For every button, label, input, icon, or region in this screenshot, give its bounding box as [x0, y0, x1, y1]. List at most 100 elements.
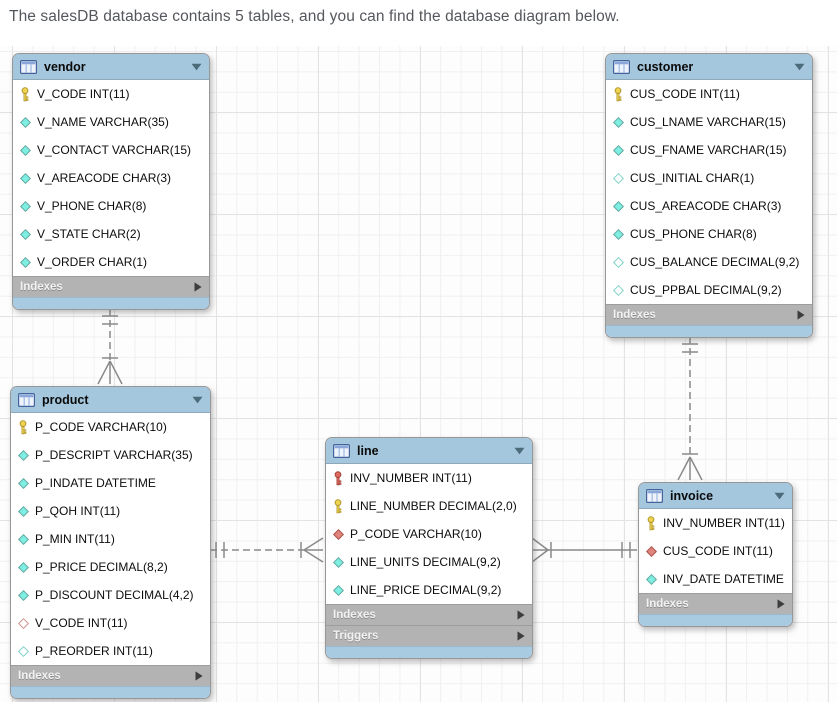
table-line-header[interactable]: line [326, 438, 532, 464]
relationship-invoice-line[interactable] [531, 537, 637, 563]
collapse-triangle-icon[interactable] [192, 396, 203, 404]
section-label: Triggers [333, 630, 379, 642]
table-icon [333, 443, 350, 458]
section-label: Indexes [646, 598, 689, 610]
collapse-triangle-icon[interactable] [794, 63, 805, 71]
column-customer-CUS_FNAME[interactable]: CUS_FNAME VARCHAR(15) [606, 136, 812, 164]
column-label: P_CODE VARCHAR(10) [35, 420, 167, 434]
column-label: P_REORDER INT(11) [35, 644, 153, 658]
column-label: CUS_PPBAL DECIMAL(9,2) [630, 283, 782, 297]
column-product-P_REORDER[interactable]: P_REORDER INT(11) [11, 637, 210, 665]
table-vendor-title: vendor [44, 59, 86, 74]
collapse-triangle-icon[interactable] [774, 492, 785, 500]
column-vendor-V_CODE[interactable]: V_CODE INT(11) [13, 80, 209, 108]
column-vendor-V_CONTACT[interactable]: V_CONTACT VARCHAR(15) [13, 136, 209, 164]
table-line[interactable]: line INV_NUMBER INT(11) LINE_NUMBER DECI… [325, 437, 533, 659]
table-invoice-bottom-strip [639, 614, 792, 626]
column-label: CUS_PHONE CHAR(8) [630, 227, 757, 241]
column-vendor-V_ORDER[interactable]: V_ORDER CHAR(1) [13, 248, 209, 276]
table-icon [20, 59, 37, 74]
section-line-indexes[interactable]: Indexes [326, 604, 532, 625]
section-customer-indexes[interactable]: Indexes [606, 304, 812, 325]
column-product-P_QOH[interactable]: P_QOH INT(11) [11, 497, 210, 525]
table-vendor[interactable]: vendor V_CODE INT(11) V_NAME VARCHAR(35)… [12, 53, 210, 310]
column-customer-CUS_CODE[interactable]: CUS_CODE INT(11) [606, 80, 812, 108]
not-null-column-icon [17, 477, 29, 489]
column-product-P_DISCOUNT[interactable]: P_DISCOUNT DECIMAL(4,2) [11, 581, 210, 609]
table-invoice[interactable]: invoice INV_NUMBER INT(11) CUS_CODE INT(… [638, 482, 793, 627]
primary-key-icon [332, 498, 344, 514]
primary-key-icon [17, 419, 29, 435]
expand-right-icon [195, 671, 203, 681]
column-product-P_MIN[interactable]: P_MIN INT(11) [11, 525, 210, 553]
column-line-LINE_UNITS[interactable]: LINE_UNITS DECIMAL(9,2) [326, 548, 532, 576]
table-customer[interactable]: customer CUS_CODE INT(11) CUS_LNAME VARC… [605, 53, 813, 338]
column-vendor-V_PHONE[interactable]: V_PHONE CHAR(8) [13, 192, 209, 220]
column-invoice-INV_NUMBER[interactable]: INV_NUMBER INT(11) [639, 509, 792, 537]
column-customer-CUS_LNAME[interactable]: CUS_LNAME VARCHAR(15) [606, 108, 812, 136]
table-product-title: product [42, 392, 89, 407]
table-product[interactable]: product P_CODE VARCHAR(10) P_DESCRIPT VA… [10, 386, 211, 699]
table-invoice-title: invoice [670, 488, 714, 503]
table-invoice-header[interactable]: invoice [639, 483, 792, 509]
primary-key-icon [645, 515, 657, 531]
column-product-P_CODE[interactable]: P_CODE VARCHAR(10) [11, 413, 210, 441]
collapse-triangle-icon[interactable] [514, 447, 525, 455]
column-product-P_DESCRIPT[interactable]: P_DESCRIPT VARCHAR(35) [11, 441, 210, 469]
relationship-vendor-product[interactable] [97, 309, 123, 385]
column-label: P_PRICE DECIMAL(8,2) [35, 560, 168, 574]
column-invoice-INV_DATE[interactable]: INV_DATE DATETIME [639, 565, 792, 593]
expand-right-icon [777, 599, 785, 609]
nullable-column-icon [612, 172, 624, 184]
table-customer-header[interactable]: customer [606, 54, 812, 80]
not-null-column-icon [19, 200, 31, 212]
section-label: Indexes [333, 609, 376, 621]
not-null-column-icon [17, 561, 29, 573]
column-label: P_DISCOUNT DECIMAL(4,2) [35, 588, 194, 602]
column-vendor-V_STATE[interactable]: V_STATE CHAR(2) [13, 220, 209, 248]
relationship-product-line[interactable] [210, 537, 324, 563]
column-product-V_CODE[interactable]: V_CODE INT(11) [11, 609, 210, 637]
column-line-LINE_NUMBER[interactable]: LINE_NUMBER DECIMAL(2,0) [326, 492, 532, 520]
relationship-customer-invoice[interactable] [677, 337, 703, 481]
column-label: P_MIN INT(11) [35, 532, 115, 546]
column-label: V_NAME VARCHAR(35) [37, 115, 169, 129]
column-product-P_INDATE[interactable]: P_INDATE DATETIME [11, 469, 210, 497]
column-invoice-CUS_CODE[interactable]: CUS_CODE INT(11) [639, 537, 792, 565]
column-vendor-V_NAME[interactable]: V_NAME VARCHAR(35) [13, 108, 209, 136]
section-invoice-indexes[interactable]: Indexes [639, 593, 792, 614]
column-label: V_STATE CHAR(2) [37, 227, 141, 241]
table-product-header[interactable]: product [11, 387, 210, 413]
column-label: LINE_UNITS DECIMAL(9,2) [350, 555, 501, 569]
column-customer-CUS_INITIAL[interactable]: CUS_INITIAL CHAR(1) [606, 164, 812, 192]
table-line-bottom-strip [326, 646, 532, 658]
section-line-triggers[interactable]: Triggers [326, 625, 532, 646]
not-null-column-icon [332, 556, 344, 568]
not-null-column-icon [19, 144, 31, 156]
table-customer-bottom-strip [606, 325, 812, 337]
table-vendor-header[interactable]: vendor [13, 54, 209, 80]
column-vendor-V_AREACODE[interactable]: V_AREACODE CHAR(3) [13, 164, 209, 192]
intro-text: The salesDB database contains 5 tables, … [9, 8, 620, 25]
expand-right-icon [517, 610, 525, 620]
column-product-P_PRICE[interactable]: P_PRICE DECIMAL(8,2) [11, 553, 210, 581]
section-vendor-indexes[interactable]: Indexes [13, 276, 209, 297]
column-label: V_CODE INT(11) [37, 87, 130, 101]
nullable-column-icon [17, 645, 29, 657]
section-label: Indexes [18, 670, 61, 682]
column-customer-CUS_PHONE[interactable]: CUS_PHONE CHAR(8) [606, 220, 812, 248]
table-customer-title: customer [637, 59, 694, 74]
column-line-INV_NUMBER[interactable]: INV_NUMBER INT(11) [326, 464, 532, 492]
column-line-LINE_PRICE[interactable]: LINE_PRICE DECIMAL(9,2) [326, 576, 532, 604]
not-null-column-icon [332, 584, 344, 596]
column-label: P_DESCRIPT VARCHAR(35) [35, 448, 193, 462]
section-product-indexes[interactable]: Indexes [11, 665, 210, 686]
column-label: CUS_BALANCE DECIMAL(9,2) [630, 255, 800, 269]
column-customer-CUS_BALANCE[interactable]: CUS_BALANCE DECIMAL(9,2) [606, 248, 812, 276]
column-line-P_CODE[interactable]: P_CODE VARCHAR(10) [326, 520, 532, 548]
column-customer-CUS_AREACODE[interactable]: CUS_AREACODE CHAR(3) [606, 192, 812, 220]
column-customer-CUS_PPBAL[interactable]: CUS_PPBAL DECIMAL(9,2) [606, 276, 812, 304]
collapse-triangle-icon[interactable] [191, 63, 202, 71]
